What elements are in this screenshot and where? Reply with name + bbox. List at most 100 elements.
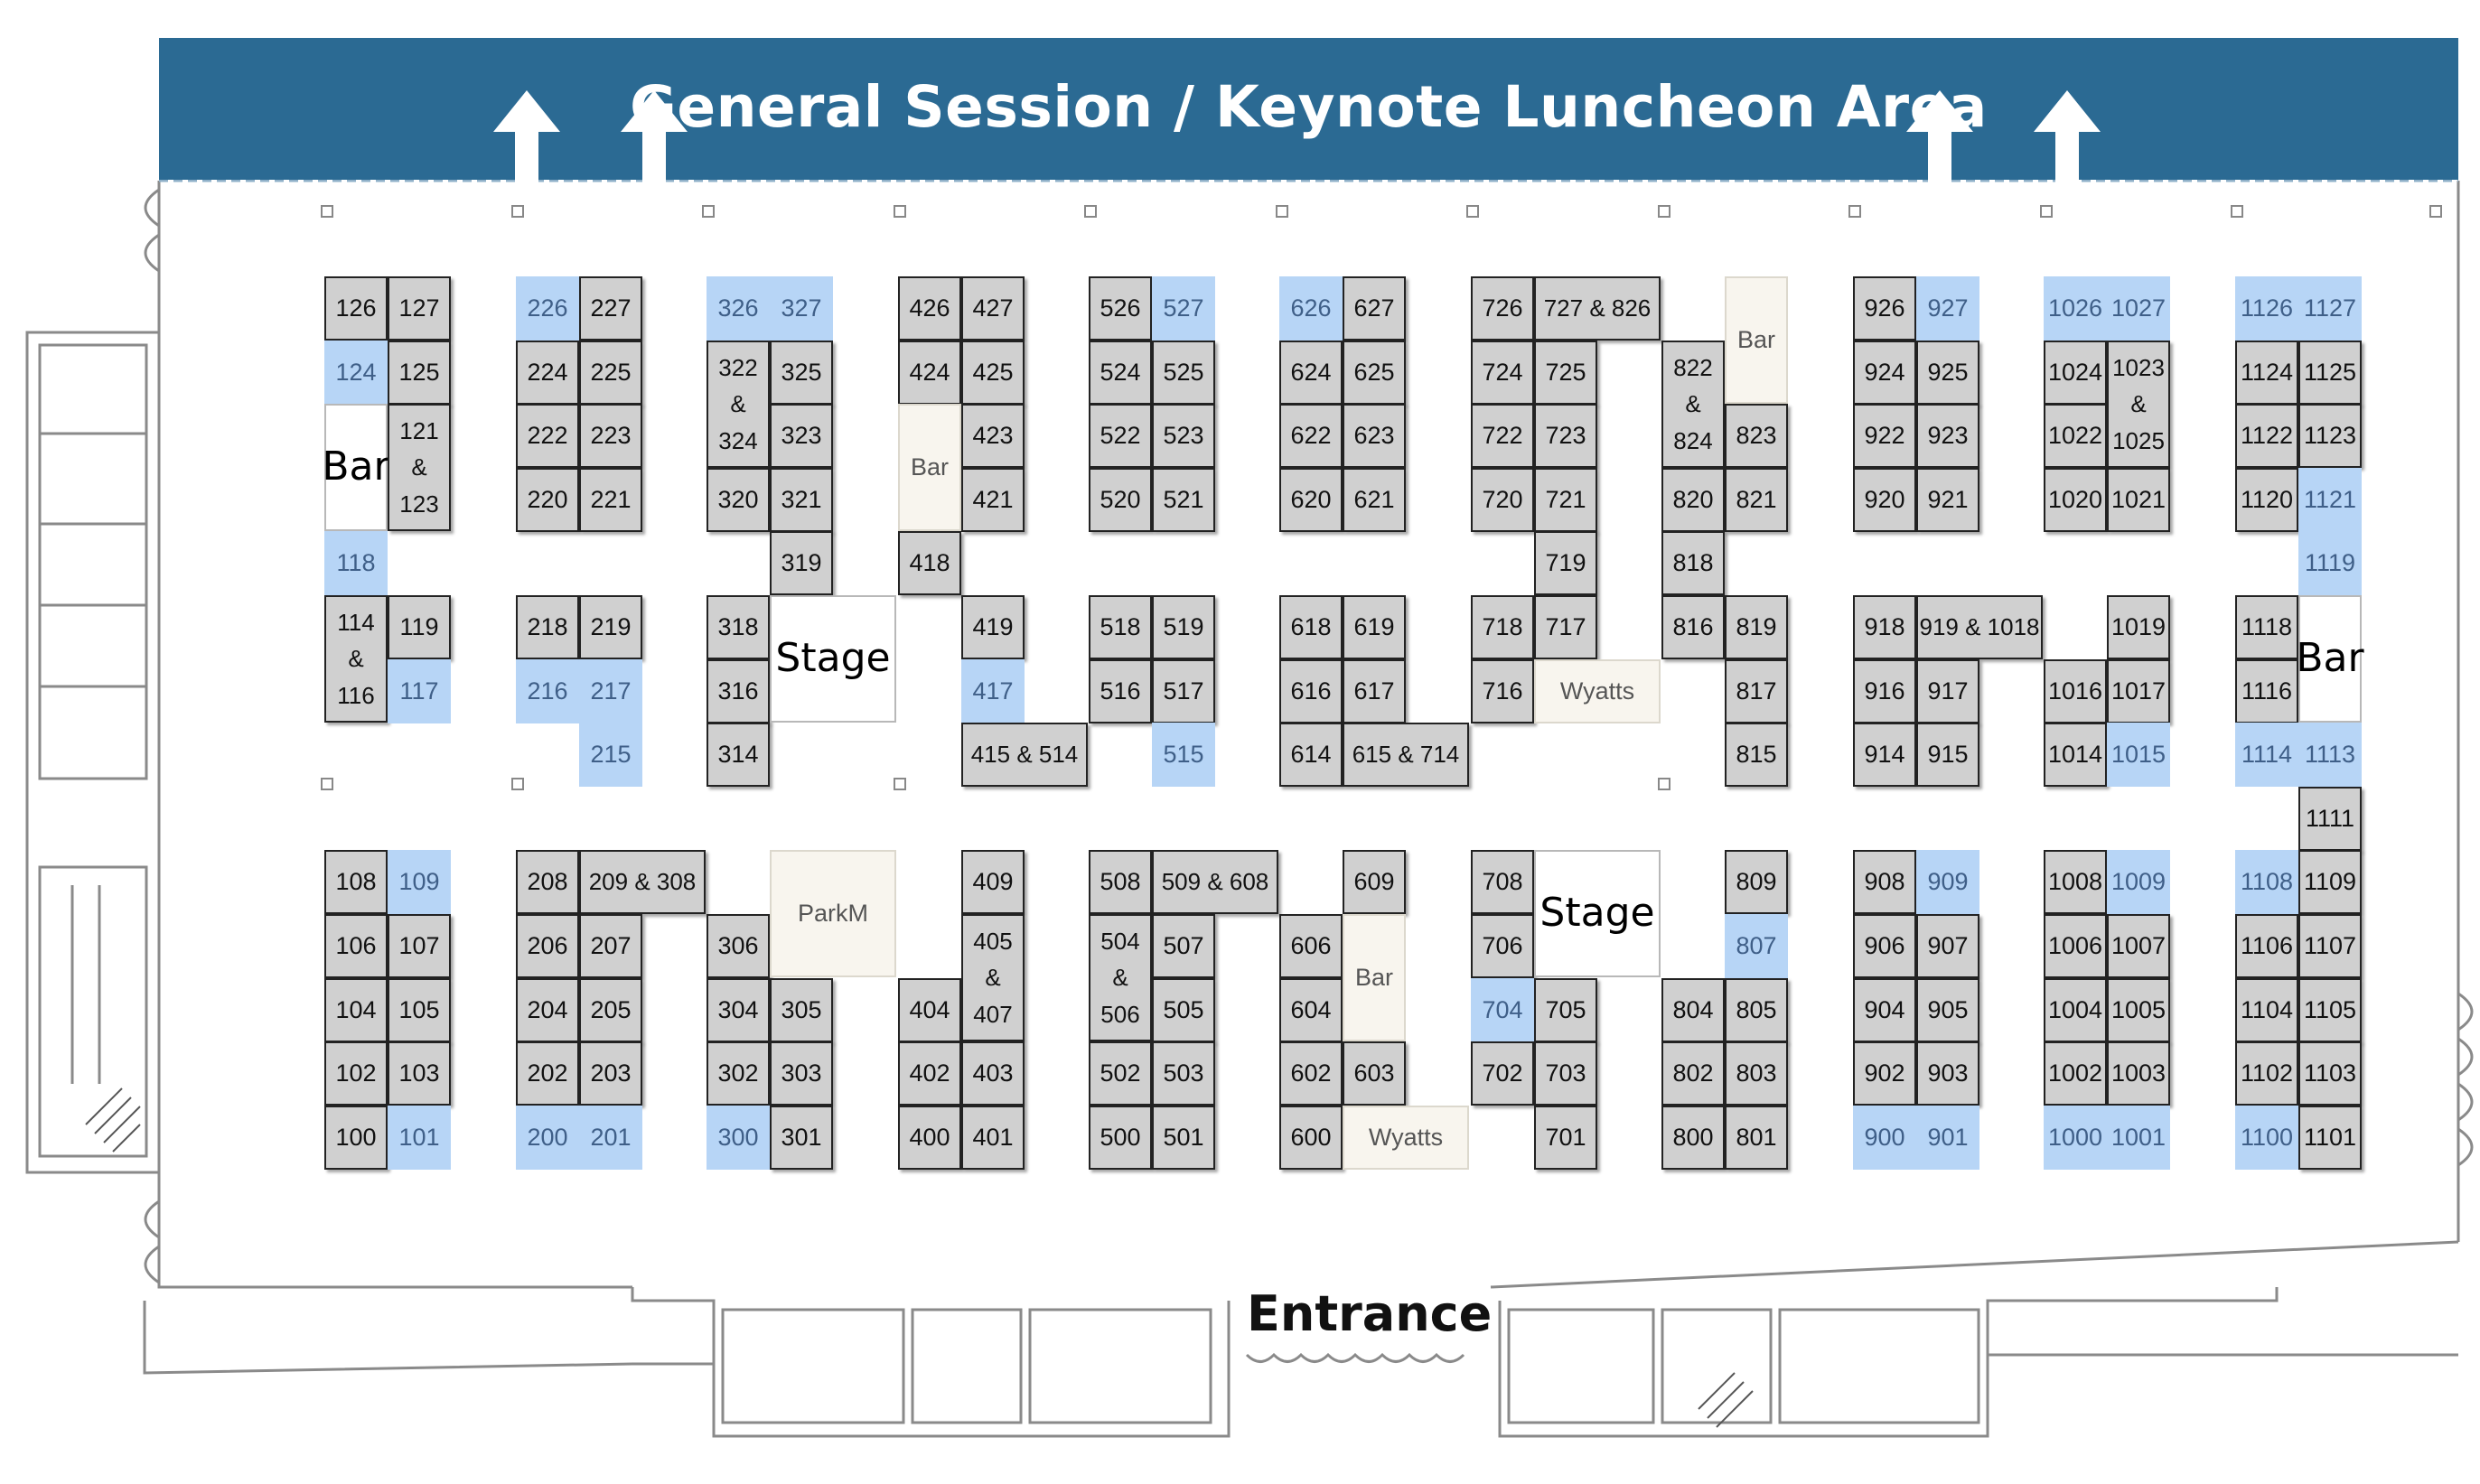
booth-314[interactable]: 314	[707, 723, 770, 787]
booth-904[interactable]: 904	[1853, 978, 1916, 1042]
booth-719[interactable]: 719	[1534, 531, 1597, 595]
booth-924[interactable]: 924	[1853, 341, 1916, 405]
booth-405407[interactable]: 405 & 407	[961, 914, 1025, 1041]
booth-821[interactable]: 821	[1725, 468, 1788, 532]
booth-916[interactable]: 916	[1853, 659, 1916, 723]
booth-227[interactable]: 227	[579, 276, 642, 341]
booth-1019[interactable]: 1019	[2107, 595, 2170, 659]
booth-509608[interactable]: 509 & 608	[1152, 850, 1278, 914]
booth-415514[interactable]: 415 & 514	[961, 723, 1088, 787]
booth-10231025[interactable]: 1023 & 1025	[2107, 341, 2170, 468]
booth-223[interactable]: 223	[579, 404, 642, 468]
booth-1127[interactable]: 1127	[2298, 276, 2362, 341]
booth-215[interactable]: 215	[579, 723, 642, 787]
booth-822824[interactable]: 822 & 824	[1661, 341, 1725, 468]
booth-908[interactable]: 908	[1853, 850, 1916, 914]
booth-224[interactable]: 224	[516, 341, 579, 405]
booth-409[interactable]: 409	[961, 850, 1025, 914]
booth-305[interactable]: 305	[770, 978, 833, 1042]
booth-119[interactable]: 119	[388, 595, 451, 659]
booth-219[interactable]: 219	[579, 595, 642, 659]
booth-704[interactable]: 704	[1471, 978, 1534, 1042]
booth-1024[interactable]: 1024	[2044, 341, 2107, 405]
booth-927[interactable]: 927	[1916, 276, 1979, 341]
booth-1125[interactable]: 1125	[2298, 341, 2362, 405]
booth-1003[interactable]: 1003	[2107, 1041, 2170, 1106]
booth-909[interactable]: 909	[1916, 850, 1979, 914]
booth-809[interactable]: 809	[1725, 850, 1788, 914]
booth-319[interactable]: 319	[770, 531, 833, 595]
booth-602[interactable]: 602	[1279, 1041, 1343, 1106]
booth-507[interactable]: 507	[1152, 914, 1215, 978]
booth-226[interactable]: 226	[516, 276, 579, 341]
booth-717[interactable]: 717	[1534, 595, 1597, 659]
booth-325[interactable]: 325	[770, 341, 833, 405]
booth-109[interactable]: 109	[388, 850, 451, 914]
booth-802[interactable]: 802	[1661, 1041, 1725, 1106]
booth-400[interactable]: 400	[898, 1106, 961, 1170]
booth-805[interactable]: 805	[1725, 978, 1788, 1042]
booth-1109[interactable]: 1109	[2298, 850, 2362, 914]
booth-1017[interactable]: 1017	[2107, 659, 2170, 723]
booth-1101[interactable]: 1101	[2298, 1106, 2362, 1170]
booth-801[interactable]: 801	[1725, 1106, 1788, 1170]
booth-207[interactable]: 207	[579, 914, 642, 978]
booth-923[interactable]: 923	[1916, 404, 1979, 468]
booth-1001[interactable]: 1001	[2107, 1106, 2170, 1170]
booth-424[interactable]: 424	[898, 341, 961, 405]
booth-127[interactable]: 127	[388, 276, 451, 341]
booth-321[interactable]: 321	[770, 468, 833, 532]
booth-423[interactable]: 423	[961, 404, 1025, 468]
booth-108[interactable]: 108	[324, 850, 388, 914]
booth-626[interactable]: 626	[1279, 276, 1343, 341]
booth-1103[interactable]: 1103	[2298, 1041, 2362, 1106]
booth-1009[interactable]: 1009	[2107, 850, 2170, 914]
booth-721[interactable]: 721	[1534, 468, 1597, 532]
booth-501[interactable]: 501	[1152, 1106, 1215, 1170]
booth-322324[interactable]: 322 & 324	[707, 341, 770, 468]
booth-516[interactable]: 516	[1089, 659, 1152, 723]
booth-1121[interactable]: 1121	[2298, 468, 2362, 532]
booth-521[interactable]: 521	[1152, 468, 1215, 532]
booth-627[interactable]: 627	[1343, 276, 1406, 341]
booth-900[interactable]: 900	[1853, 1106, 1916, 1170]
booth-221[interactable]: 221	[579, 468, 642, 532]
booth-903[interactable]: 903	[1916, 1041, 1979, 1106]
booth-926[interactable]: 926	[1853, 276, 1916, 341]
booth-524[interactable]: 524	[1089, 341, 1152, 405]
booth-417[interactable]: 417	[961, 659, 1025, 723]
booth-306[interactable]: 306	[707, 914, 770, 978]
booth-606[interactable]: 606	[1279, 914, 1343, 978]
booth-907[interactable]: 907	[1916, 914, 1979, 978]
booth-902[interactable]: 902	[1853, 1041, 1916, 1106]
booth-1118[interactable]: 1118	[2235, 595, 2298, 659]
booth-202[interactable]: 202	[516, 1041, 579, 1106]
booth-1114[interactable]: 1114	[2235, 723, 2298, 787]
booth-620[interactable]: 620	[1279, 468, 1343, 532]
booth-504506[interactable]: 504 & 506	[1089, 914, 1152, 1041]
booth-823[interactable]: 823	[1725, 404, 1788, 468]
booth-1015[interactable]: 1015	[2107, 723, 2170, 787]
booth-104[interactable]: 104	[324, 978, 388, 1042]
booth-609[interactable]: 609	[1343, 850, 1406, 914]
booth-702[interactable]: 702	[1471, 1041, 1534, 1106]
booth-1021[interactable]: 1021	[2107, 468, 2170, 532]
booth-505[interactable]: 505	[1152, 978, 1215, 1042]
booth-905[interactable]: 905	[1916, 978, 1979, 1042]
booth-621[interactable]: 621	[1343, 468, 1406, 532]
booth-1104[interactable]: 1104	[2235, 978, 2298, 1042]
booth-1020[interactable]: 1020	[2044, 468, 2107, 532]
booth-917[interactable]: 917	[1916, 659, 1979, 723]
booth-208[interactable]: 208	[516, 850, 579, 914]
booth-1100[interactable]: 1100	[2235, 1106, 2298, 1170]
booth-708[interactable]: 708	[1471, 850, 1534, 914]
booth-624[interactable]: 624	[1279, 341, 1343, 405]
booth-706[interactable]: 706	[1471, 914, 1534, 978]
booth-1107[interactable]: 1107	[2298, 914, 2362, 978]
booth-523[interactable]: 523	[1152, 404, 1215, 468]
booth-803[interactable]: 803	[1725, 1041, 1788, 1106]
booth-1119[interactable]: 1119	[2298, 531, 2362, 595]
booth-1002[interactable]: 1002	[2044, 1041, 2107, 1106]
booth-205[interactable]: 205	[579, 978, 642, 1042]
booth-817[interactable]: 817	[1725, 659, 1788, 723]
